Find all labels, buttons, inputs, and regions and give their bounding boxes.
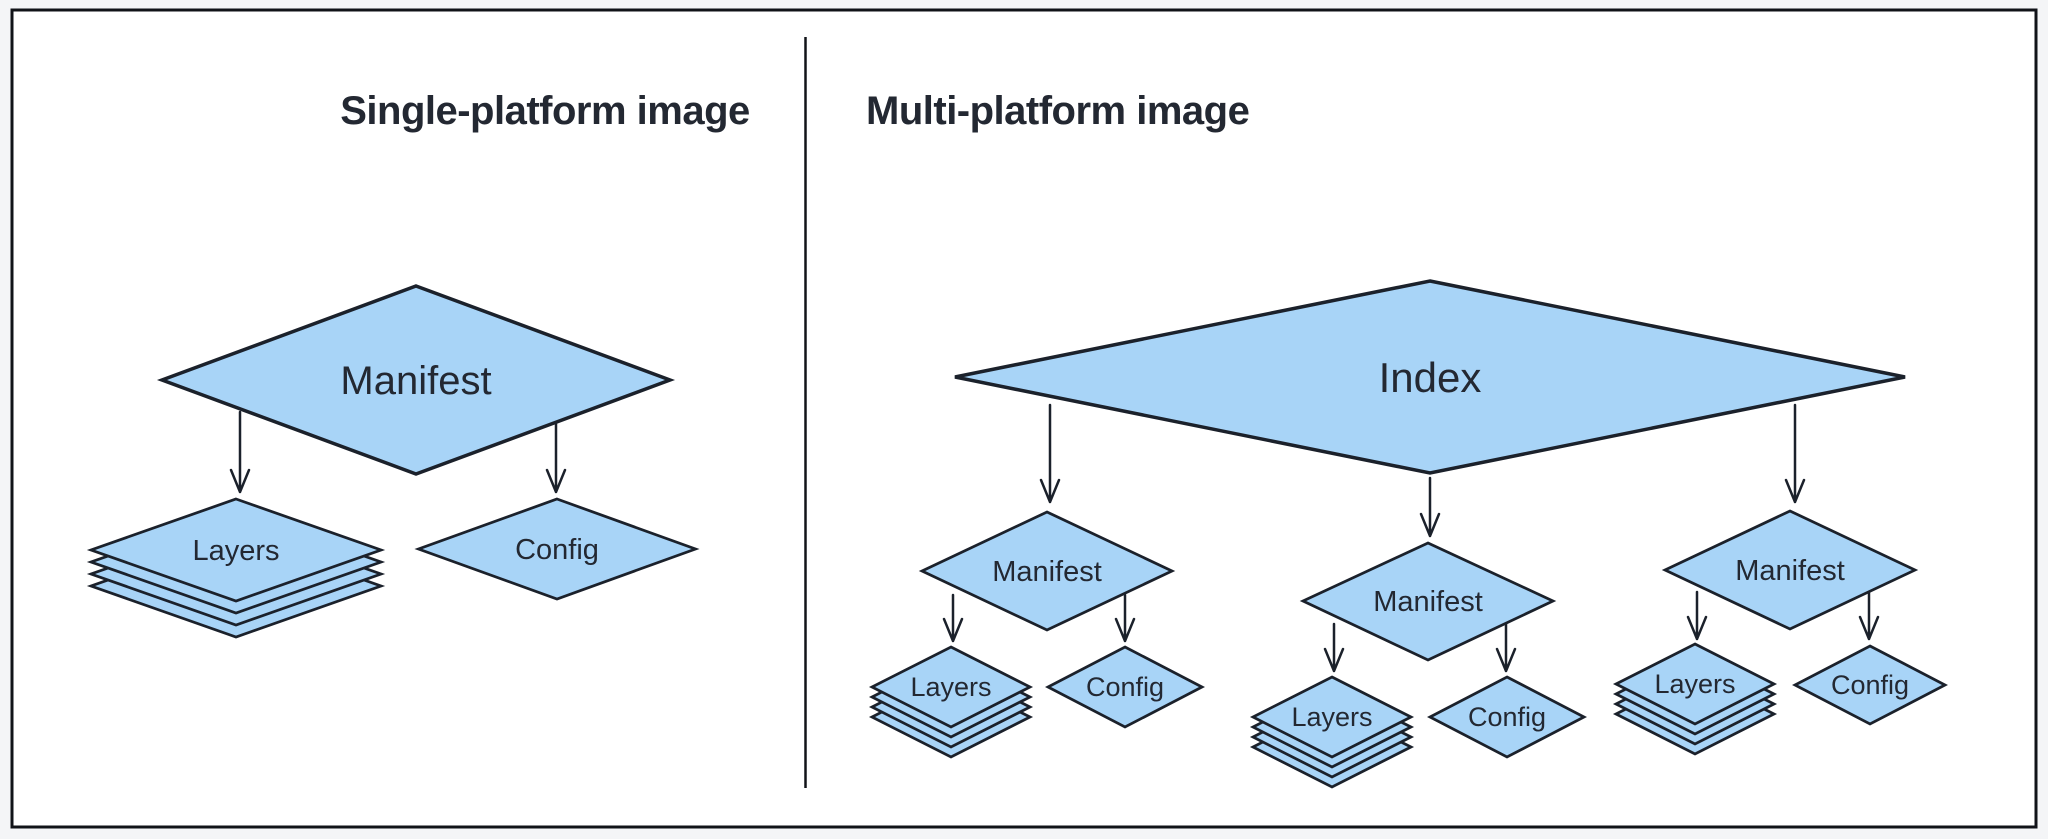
layers-diamond bbox=[1249, 675, 1415, 759]
arrow-index-to-manifest-2 bbox=[1419, 476, 1441, 538]
config-label: Config bbox=[1086, 672, 1164, 702]
index-diamond bbox=[954, 279, 1906, 475]
multi-platform-panel: Multi-platform image Index Manifest Laye… bbox=[866, 89, 1948, 789]
arrow-manifest-to-config bbox=[1114, 593, 1136, 643]
layers-stack: Layers bbox=[1612, 642, 1778, 756]
arrow-manifest-to-config bbox=[1495, 622, 1517, 673]
layers-stack: Layers bbox=[868, 645, 1034, 759]
arrow-manifest-to-layers bbox=[1686, 590, 1708, 641]
manifest-subtree-1: Manifest Layers Config bbox=[868, 510, 1205, 759]
layers-label: Layers bbox=[1654, 669, 1735, 699]
single-platform-panel: Single-platform image Manifest Layers Co… bbox=[86, 89, 750, 639]
manifest-label: Manifest bbox=[1373, 586, 1483, 618]
config-label: Config bbox=[515, 534, 599, 566]
manifest-diamond bbox=[156, 284, 676, 476]
arrow-manifest-to-config bbox=[545, 422, 567, 494]
manifest-subtree-2: Manifest Layers Config bbox=[1249, 541, 1587, 789]
arrow-manifest-to-layers bbox=[229, 410, 251, 494]
manifest-subtree-3: Manifest Layers Config bbox=[1612, 509, 1948, 756]
arrow-index-to-manifest-1 bbox=[1039, 403, 1061, 504]
manifest-diamond bbox=[1299, 541, 1557, 662]
arrow-index-to-manifest-3 bbox=[1784, 403, 1806, 504]
config-label: Config bbox=[1468, 702, 1546, 732]
layers-stack: Layers bbox=[86, 497, 386, 639]
layers-diamond bbox=[868, 645, 1034, 729]
index-label: Index bbox=[1379, 354, 1482, 401]
arrow-manifest-to-config bbox=[1858, 590, 1880, 641]
config-diamond bbox=[414, 497, 700, 601]
manifest-diamond bbox=[918, 510, 1176, 632]
single-platform-title: Single-platform image bbox=[340, 89, 750, 133]
layers-label: Layers bbox=[192, 535, 279, 567]
layers-diamond bbox=[86, 497, 386, 603]
manifest-diamond bbox=[1661, 509, 1919, 631]
manifest-label: Manifest bbox=[340, 359, 491, 403]
arrow-manifest-to-layers bbox=[942, 593, 964, 643]
manifest-label: Manifest bbox=[992, 556, 1102, 588]
config-diamond bbox=[1045, 645, 1205, 729]
layers-label: Layers bbox=[910, 672, 991, 702]
layers-diamond bbox=[1612, 642, 1778, 726]
multi-platform-title: Multi-platform image bbox=[866, 89, 1249, 133]
layers-stack: Layers bbox=[1249, 675, 1415, 789]
layers-label: Layers bbox=[1291, 702, 1372, 732]
manifest-label: Manifest bbox=[1735, 555, 1845, 587]
config-label: Config bbox=[1831, 670, 1909, 700]
config-diamond bbox=[1792, 644, 1948, 726]
arrow-manifest-to-layers bbox=[1323, 622, 1345, 673]
config-diamond bbox=[1427, 675, 1587, 759]
